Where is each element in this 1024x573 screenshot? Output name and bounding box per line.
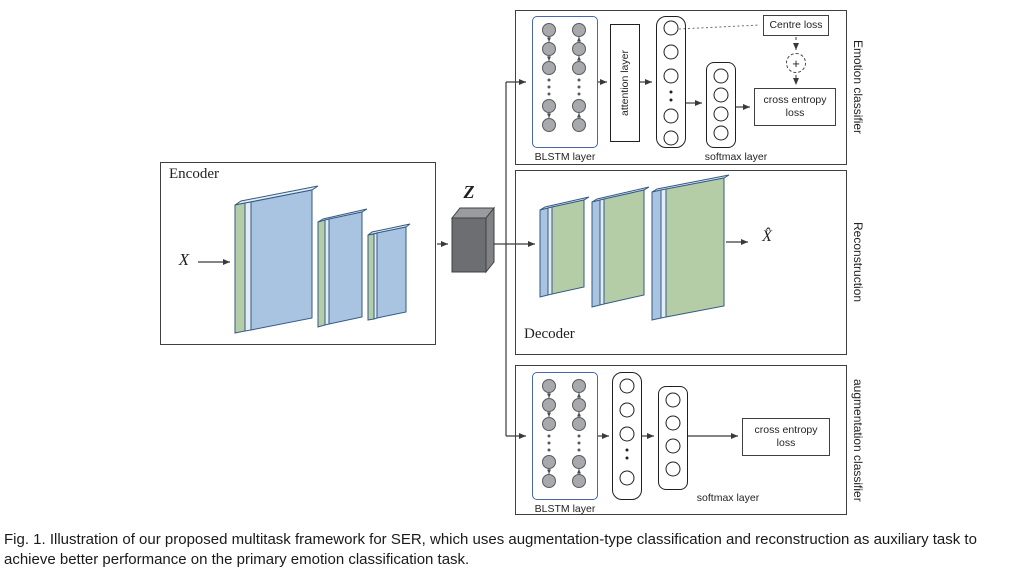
emotion-classifier-side-label: Emotion classifier bbox=[851, 40, 865, 135]
softmax-nodes-emotion bbox=[713, 68, 729, 141]
centre-loss-label: Centre loss bbox=[769, 19, 823, 32]
blstm-box-emotion bbox=[532, 16, 598, 148]
blstm-nodes-augmentation bbox=[542, 379, 586, 488]
encoder-box: Encoder bbox=[160, 162, 436, 345]
representation-box-augmentation bbox=[612, 372, 642, 500]
latent-z-block bbox=[450, 206, 496, 274]
softmax-box-augmentation bbox=[658, 386, 688, 490]
decoder-title: Decoder bbox=[524, 326, 575, 342]
latent-z-label: Z bbox=[463, 182, 475, 202]
decoder-slabs bbox=[539, 174, 730, 321]
loss-links bbox=[678, 24, 799, 85]
blstm-nodes-emotion bbox=[542, 23, 586, 132]
attention-layer-label: attention layer bbox=[619, 50, 631, 116]
plus-icon: + bbox=[792, 55, 800, 71]
softmax-label-emotion: softmax layer bbox=[704, 151, 768, 163]
reconstruction-side-label: Reconstruction bbox=[851, 222, 865, 303]
representation-box-emotion bbox=[656, 16, 686, 148]
cross-entropy-loss-label-emotion: cross entropy loss bbox=[763, 94, 827, 119]
blstm-box-augmentation bbox=[532, 372, 598, 500]
augmentation-classifier-side-label: augmentation classifier bbox=[851, 378, 865, 502]
representation-nodes-emotion bbox=[663, 20, 679, 146]
softmax-label-augmentation: softmax layer bbox=[696, 492, 760, 504]
connector-arrows bbox=[198, 79, 750, 439]
encoder-slabs bbox=[234, 185, 411, 334]
input-x-label: X bbox=[178, 250, 190, 269]
softmax-nodes-augmentation bbox=[665, 392, 681, 477]
attention-layer-box: attention layer bbox=[610, 24, 640, 142]
output-xhat-label: X̂ bbox=[762, 228, 772, 245]
figure-caption: Fig. 1. Illustration of our proposed mul… bbox=[4, 531, 977, 568]
cross-entropy-loss-box-emotion: cross entropy loss bbox=[754, 88, 836, 126]
reconstruction-panel bbox=[515, 170, 847, 355]
centre-loss-box: Centre loss bbox=[763, 15, 829, 36]
cross-entropy-loss-label-augmentation: cross entropy loss bbox=[754, 424, 818, 449]
softmax-box-emotion bbox=[706, 62, 736, 148]
emotion-classifier-panel bbox=[515, 10, 847, 165]
encoder-title: Encoder bbox=[169, 166, 219, 182]
blstm-label-augmentation: BLSTM layer bbox=[534, 503, 596, 515]
augmentation-classifier-panel bbox=[515, 365, 847, 515]
blstm-label-emotion: BLSTM layer bbox=[534, 151, 596, 163]
representation-nodes-augmentation bbox=[619, 378, 635, 486]
loss-sum-node: + bbox=[786, 53, 806, 73]
cross-entropy-loss-box-augmentation: cross entropy loss bbox=[742, 418, 830, 456]
